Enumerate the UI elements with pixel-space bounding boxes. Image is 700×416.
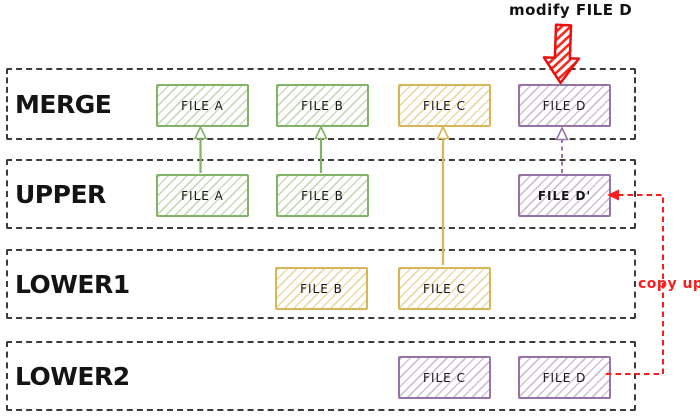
- file-box-label: FILE B: [301, 98, 344, 113]
- file-box-merge-file-c: FILE C: [398, 84, 491, 127]
- file-box-label: FILE C: [423, 281, 466, 296]
- modify-file-d-label: modify FILE D: [509, 1, 633, 19]
- layer-lower1: LOWER1 FILE B FILE C: [6, 249, 636, 319]
- file-box-label: FILE B: [300, 281, 343, 296]
- file-box-label: FILE D': [537, 188, 592, 203]
- copy-up-label: copy up: [638, 276, 700, 292]
- file-box-label: FILE D: [542, 370, 587, 385]
- file-box-upper-file-d-prime: FILE D': [518, 174, 611, 217]
- file-box-lower2-file-d: FILE D: [518, 356, 611, 399]
- layer-lower2: LOWER2 FILE C FILE D: [6, 341, 636, 411]
- file-box-merge-file-a: FILE A: [156, 84, 249, 127]
- layer-upper: UPPER FILE A FILE B FILE D': [6, 159, 636, 229]
- file-box-lower2-file-c: FILE C: [398, 356, 491, 399]
- file-box-upper-file-a: FILE A: [156, 174, 249, 217]
- layer-merge: MERGE FILE A FILE B FILE C FILE D: [6, 68, 636, 140]
- layer-lower2-label: LOWER2: [15, 361, 130, 391]
- file-box-label: FILE A: [181, 98, 224, 113]
- file-box-label: FILE B: [301, 188, 344, 203]
- file-box-merge-file-b: FILE B: [276, 84, 369, 127]
- file-box-label: FILE C: [423, 98, 466, 113]
- file-box-label: FILE D: [542, 98, 587, 113]
- file-box-lower1-file-b: FILE B: [275, 267, 368, 310]
- layer-merge-label: MERGE: [15, 89, 112, 119]
- layer-upper-label: UPPER: [15, 179, 106, 209]
- file-box-upper-file-b: FILE B: [276, 174, 369, 217]
- file-box-label: FILE C: [423, 370, 466, 385]
- file-box-lower1-file-c: FILE C: [398, 267, 491, 310]
- file-box-merge-file-d: FILE D: [518, 84, 611, 127]
- layer-lower1-label: LOWER1: [15, 269, 130, 299]
- file-box-label: FILE A: [181, 188, 224, 203]
